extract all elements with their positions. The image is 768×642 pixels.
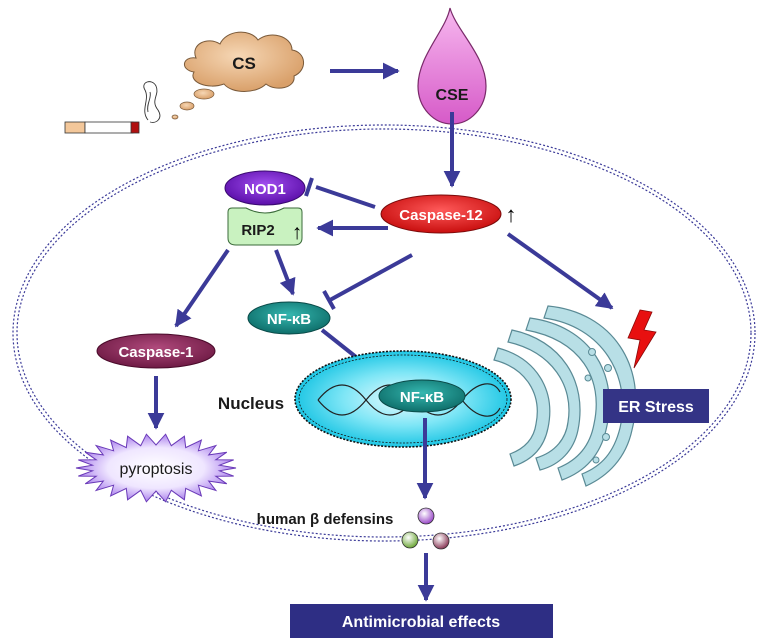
cse-label: CSE <box>436 87 469 104</box>
cigarette-icon <box>64 121 140 134</box>
inhibit-caspase12-to-nod1 <box>304 177 376 209</box>
defensins-label: human β defensins <box>257 511 394 528</box>
caspase1-label: Caspase-1 <box>118 344 193 361</box>
endoplasmic-reticulum-icon <box>493 305 637 487</box>
nfkb-nucleus-node: NF-κB <box>378 379 466 413</box>
defensin-molecules-icon <box>401 507 450 550</box>
antimicrobial-label: Antimicrobial effects <box>342 614 500 631</box>
nfkb-cytoplasm-node: NF-κB <box>247 301 331 335</box>
cell-membrane <box>12 124 756 542</box>
pyroptosis-label: pyroptosis <box>120 461 193 478</box>
rip2-node: RIP2 <box>227 207 303 246</box>
smoke-icon <box>143 81 161 123</box>
nfkb-cytoplasm-label: NF-κB <box>267 311 311 328</box>
rip2-label: RIP2 <box>241 222 274 239</box>
cs-label: CS <box>232 54 256 73</box>
antimicrobial-bar: Antimicrobial effects <box>290 604 553 638</box>
inhibit-caspase12-to-nfkb <box>322 253 413 310</box>
nod1-label: NOD1 <box>244 181 286 198</box>
cs-cloud: CS <box>184 31 304 92</box>
nucleus-label: Nucleus <box>218 394 284 413</box>
cse-drop: CSE <box>417 7 487 125</box>
caspase12-up-arrow-icon: ↑ <box>506 202 517 227</box>
caspase12-label: Caspase-12 <box>399 207 482 224</box>
nfkb-nucleus-label: NF-κB <box>400 389 444 406</box>
rip2-up-arrow-icon: ↑ <box>292 221 303 244</box>
arrow-rip2-to-caspase1 <box>174 248 230 328</box>
pyroptosis-burst: pyroptosis <box>75 433 237 503</box>
smoke-bubbles-icon <box>171 88 215 120</box>
er-stress-label: ER Stress <box>618 399 694 416</box>
arrow-caspase12-to-er-stress <box>506 232 614 310</box>
nod1-node: NOD1 <box>224 170 306 206</box>
lightning-icon <box>627 309 657 369</box>
er-stress-box: ER Stress <box>603 389 709 423</box>
caspase1-node: Caspase-1 <box>96 333 216 369</box>
arrow-rip2-to-nfkb <box>274 249 296 296</box>
caspase12-node: Caspase-12 <box>380 194 502 234</box>
